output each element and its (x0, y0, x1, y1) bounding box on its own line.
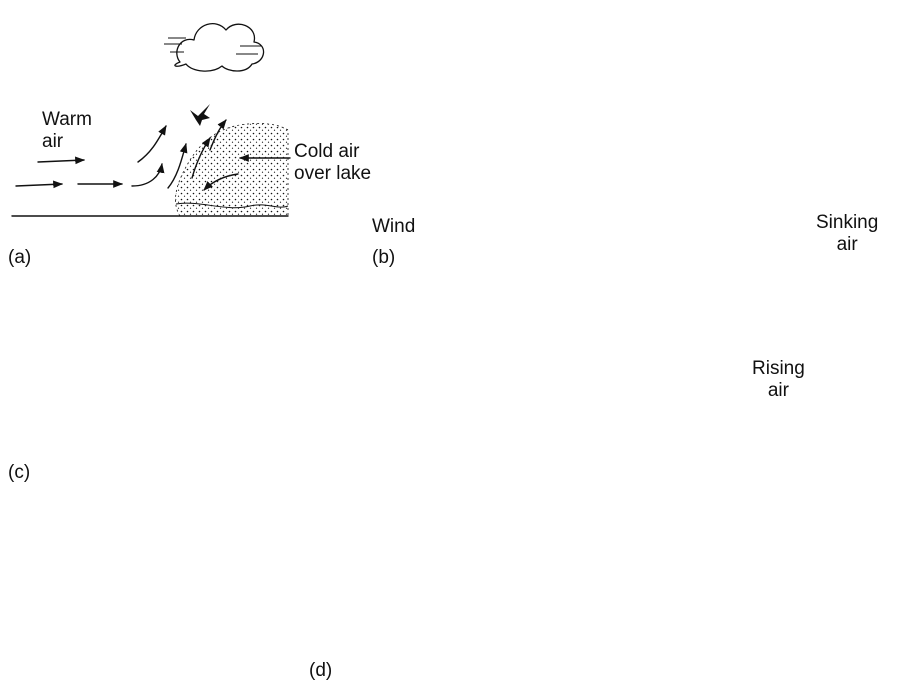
sinking-air-label: Sinking air (816, 212, 878, 256)
cold-air-label: Cold air over lake (294, 141, 371, 185)
wind-label: Wind (372, 216, 415, 238)
rising-air-label: Rising air (752, 358, 805, 402)
bird-icon (190, 104, 210, 126)
cloud-icon (164, 24, 264, 71)
warm-air-label: Warm air (42, 109, 92, 153)
panel-d-label: (d) (309, 660, 332, 682)
panel-c-label: (c) (8, 462, 30, 484)
cold-air-mass (175, 123, 288, 216)
panel-a-label: (a) (8, 247, 31, 269)
panel-b-label: (b) (372, 247, 395, 269)
